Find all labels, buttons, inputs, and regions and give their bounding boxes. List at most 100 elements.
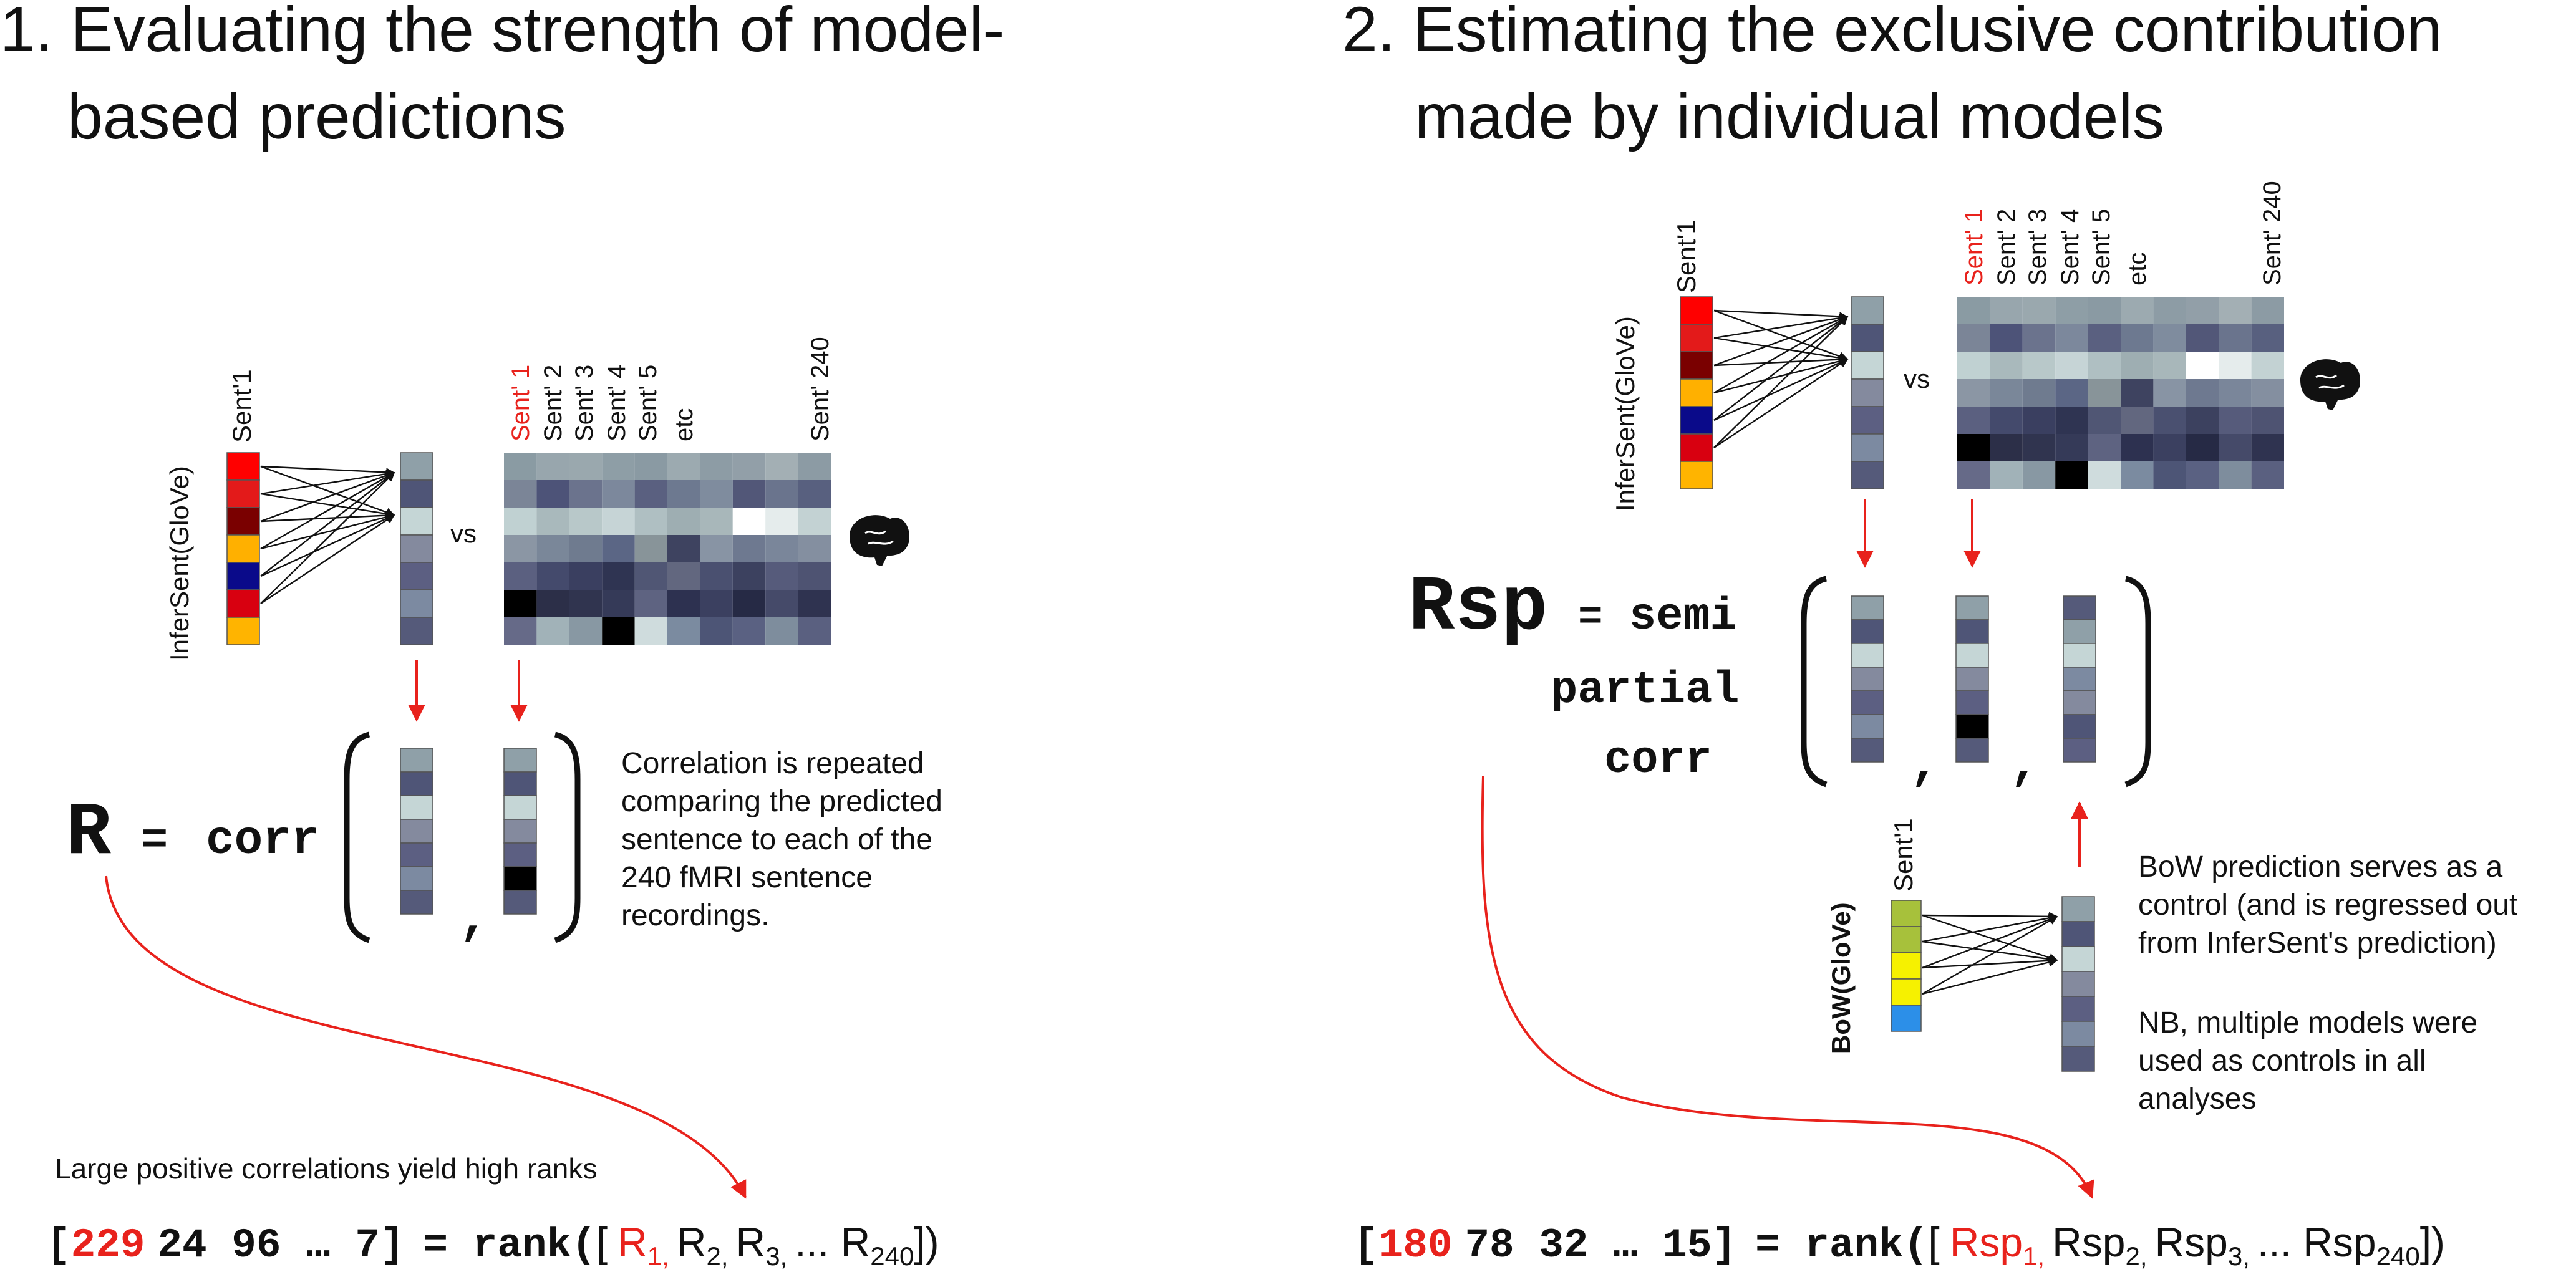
fmri-grid-cell: [2088, 461, 2121, 489]
fmri-grid-cell: [504, 508, 537, 535]
fmri-grid-cell: [2219, 461, 2252, 489]
model-vector-cell: [226, 534, 260, 563]
fmri-grid-cell: [2251, 379, 2284, 407]
pred-vector-cell: [400, 452, 433, 481]
corr-vector-cell: [400, 795, 433, 820]
fmri-grid-cell: [732, 562, 766, 590]
fmri-grid-cell: [2088, 379, 2121, 407]
fmri-grid-cell: [634, 562, 667, 590]
pred-vector-cell: [1851, 296, 1884, 325]
fmri-grid-cell: [2022, 407, 2056, 434]
fmri-grid-cell: [765, 617, 798, 645]
fmri-grid-cell: [602, 535, 635, 562]
fmri-grid-cell: [798, 480, 831, 508]
corr-vector-cell: [2063, 643, 2096, 668]
pred-vector-cell: [1851, 406, 1884, 435]
fmri-grid-cell: [667, 562, 700, 590]
model-vector-cell: [226, 507, 260, 536]
fmri-grid-cell: [798, 535, 831, 562]
fmri-grid-cell: [569, 590, 603, 617]
note-line: recordings.: [621, 899, 769, 932]
fmri-grid-cell: [700, 480, 733, 508]
fmri-grid-cell: [2055, 352, 2088, 379]
fmri-grid-cell: [1957, 352, 1990, 379]
pred-vector-cell: [400, 589, 433, 618]
left-eq: =: [141, 816, 168, 867]
model-vector-cell: [1680, 461, 1713, 489]
left-model-label: InferSent(GloVe): [165, 466, 194, 661]
bow-vector-cell: [1891, 900, 1922, 927]
right-predicted-vector: [1851, 296, 1884, 489]
fmri-grid-cell: [634, 617, 667, 645]
pred-vector-cell: [1851, 461, 1884, 489]
fmri-grid-cell: [2153, 352, 2186, 379]
fmri-grid-cell: [732, 453, 766, 480]
right-bracket-open: [1801, 576, 1828, 788]
fmri-grid-cell: [667, 617, 700, 645]
bow-pred-vector-cell: [2061, 971, 2095, 997]
fmri-grid-cell: [667, 508, 700, 535]
pred-vector-cell: [1851, 351, 1884, 380]
right-semi: semi: [1629, 591, 1737, 642]
fmri-grid-cell: [2186, 324, 2219, 352]
bow-pred-vector-cell: [2061, 921, 2095, 947]
pred-vector-cell: [1851, 378, 1884, 407]
right-bracket-close: [2124, 576, 2151, 788]
fmri-grid-cell: [2219, 352, 2252, 379]
corr-vector-cell: [503, 842, 537, 867]
corr-vector-cell: [2063, 690, 2096, 715]
fmri-grid-cell: [536, 562, 569, 590]
model-vector-cell: [226, 617, 260, 645]
pred-vector-cell: [400, 479, 433, 508]
corr-vector-cell: [1851, 667, 1884, 691]
column-label: Sent' 240: [2259, 181, 2286, 286]
fmri-grid-cell: [1957, 461, 1990, 489]
fmri-grid-cell: [1990, 324, 2023, 352]
corr-vector-cell: [1955, 619, 1989, 644]
fmri-grid-cell: [732, 617, 766, 645]
fmri-grid-cell: [798, 562, 831, 590]
fmri-grid-cell: [2055, 407, 2088, 434]
bow-pred-vector-cell: [2061, 896, 2095, 922]
fmri-grid-cell: [536, 590, 569, 617]
left-corr-vector-1: [400, 748, 433, 915]
bow-pred-vector-cell: [2061, 996, 2095, 1022]
fmri-grid-cell: [634, 535, 667, 562]
model-vector-cell: [1680, 296, 1713, 325]
fmri-grid-cell: [602, 562, 635, 590]
fmri-grid-cell: [504, 480, 537, 508]
corr-vector-cell: [503, 795, 537, 820]
fmri-grid-cell: [2153, 379, 2186, 407]
column-label: Sent' 240: [806, 337, 834, 441]
fmri-grid-cell: [765, 453, 798, 480]
fmri-grid-cell: [1990, 434, 2023, 461]
note-line: control (and is regressed out: [2138, 889, 2517, 922]
right-corr-vector-1: [1851, 595, 1884, 763]
fmri-grid-cell: [765, 508, 798, 535]
brain-icon: [2300, 359, 2360, 410]
corr-vector-cell: [503, 819, 537, 844]
fmri-grid-cell: [732, 590, 766, 617]
fmri-grid-cell: [602, 590, 635, 617]
fmri-grid-cell: [765, 590, 798, 617]
right-fan-arrows: [1713, 309, 1849, 448]
column-label: etc: [671, 408, 698, 441]
fmri-grid-cell: [2219, 434, 2252, 461]
fmri-grid-cell: [732, 480, 766, 508]
right-fmri-grid: [1957, 297, 2284, 489]
fmri-grid-cell: [2186, 461, 2219, 489]
fmri-grid-cell: [732, 535, 766, 562]
fmri-grid-cell: [634, 508, 667, 535]
fmri-grid-cell: [2055, 434, 2088, 461]
fmri-grid-cell: [504, 562, 537, 590]
right-panel: 2. Estimating the exclusive contribution…: [1342, 0, 2517, 1271]
right-bow-predicted-vector: [2061, 896, 2095, 1072]
fmri-grid-cell: [2186, 407, 2219, 434]
note-line: from InferSent's prediction): [2138, 927, 2497, 960]
corr-vector-cell: [503, 748, 537, 773]
